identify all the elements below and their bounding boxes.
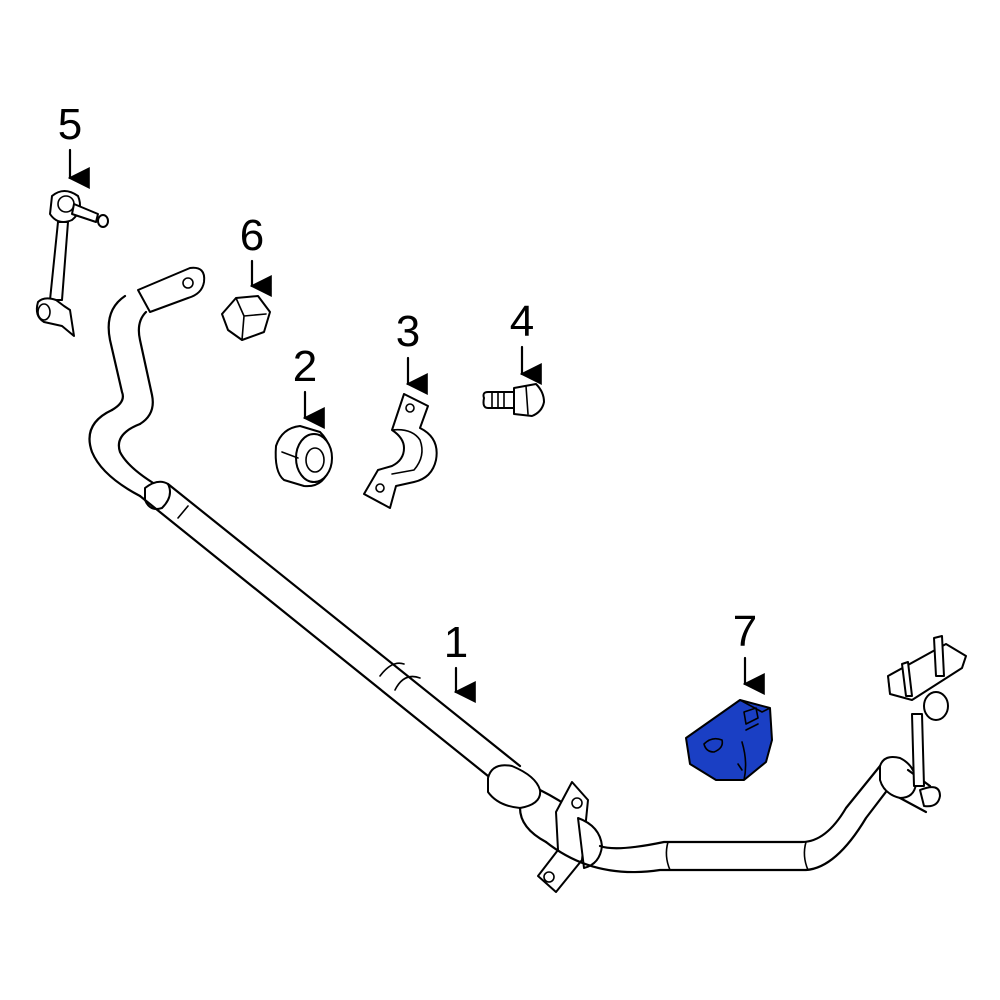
bushing[interactable] [274,425,333,488]
svg-text:3: 3 [396,307,420,356]
bushing-clamp[interactable] [363,393,438,509]
callout-2: 2 [293,342,325,429]
bolt[interactable] [482,383,545,417]
callout-6: 6 [240,211,272,297]
callout-1: 1 [444,618,476,703]
callout-5: 5 [58,100,90,189]
stabilizer-bar[interactable] [88,266,932,893]
svg-text:7: 7 [733,607,757,656]
right-stabilizer-link[interactable] [887,635,967,808]
callout-7: 7 [733,607,765,695]
callout-4: 4 [510,297,542,385]
svg-text:4: 4 [510,297,534,346]
svg-text:5: 5 [58,100,82,149]
highlighted-mount[interactable] [685,699,773,781]
svg-text:1: 1 [444,618,468,667]
nut[interactable] [221,295,271,341]
svg-text:2: 2 [293,342,317,391]
callout-3: 3 [396,307,428,395]
highlighted-mount-body [685,699,773,781]
svg-text:6: 6 [240,211,264,260]
stabilizer-link[interactable] [35,190,109,337]
